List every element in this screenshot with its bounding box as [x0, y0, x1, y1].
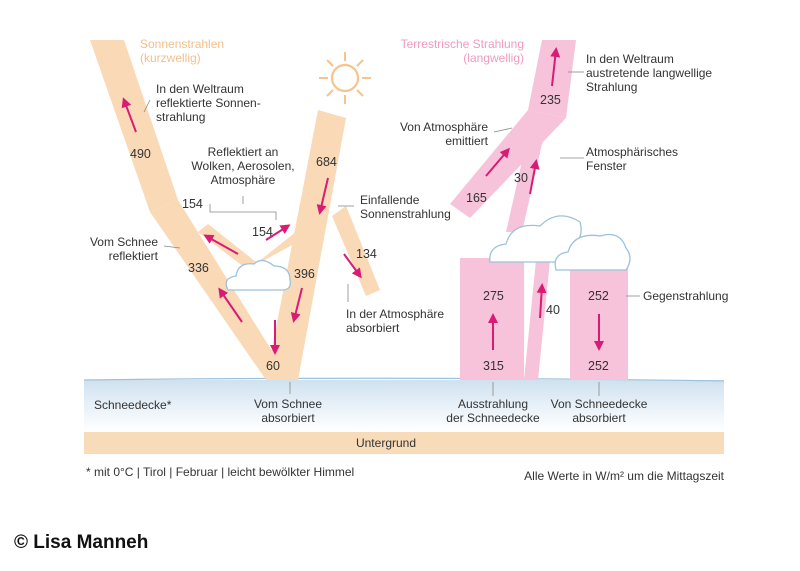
value-to-surface: 396: [294, 267, 315, 281]
label-space-line1: In den Weltraum: [156, 82, 244, 96]
longwave-bands: [450, 40, 628, 380]
value-incoming: 684: [316, 155, 337, 169]
snow-layer: [84, 380, 724, 432]
arrows: [121, 47, 604, 355]
label-window-line1: Atmosphärisches: [586, 145, 678, 159]
cloud-icon: [225, 259, 291, 291]
value-cloud-right: 154: [252, 225, 273, 239]
shortwave-subtitle: (kurzwellig): [140, 51, 201, 65]
label-emission-line1: Ausstrahlung: [458, 397, 528, 411]
label-lw-atmos-line2: emittiert: [445, 134, 488, 148]
value-atmos-emitted: 165: [466, 191, 487, 205]
shortwave-title: Sonnenstrahlen: [140, 37, 224, 51]
sun-icon: [319, 52, 371, 104]
value-cloud-left: 154: [182, 197, 203, 211]
label-lw-atmos-line1: Von Atmosphäre: [400, 120, 488, 134]
leader-lines: [143, 71, 640, 396]
label-absorbed-line1: Von Schneedecke: [551, 397, 648, 411]
arrow-space-out: [550, 47, 561, 87]
copyright-notice: © Lisa Manneh: [14, 532, 149, 553]
label-atmos-line1: In der Atmosphäre: [346, 307, 444, 321]
label-snow-refl-line1: Vom Schnee: [90, 235, 158, 249]
label-back: Gegenstrahlung: [643, 289, 728, 303]
label-snow-abs-line2: absorbiert: [261, 411, 315, 425]
footnote: * mit 0°C | Tirol | Februar | leicht bew…: [86, 465, 354, 479]
ground: [83, 377, 725, 454]
value-reflected-space: 490: [130, 147, 151, 161]
label-space-line2: reflektierte Sonnen-: [156, 96, 261, 110]
label-clouds-line3: Atmosphäre: [211, 173, 276, 187]
snow-layer-label: Schneedecke*: [94, 398, 172, 412]
value-back-lower: 252: [588, 359, 609, 373]
longwave-subtitle: (langwellig): [463, 51, 524, 65]
arrow-atmos-emitted: [485, 147, 510, 177]
label-window-line2: Fenster: [586, 159, 627, 173]
arrow-cloud-right: [265, 224, 291, 241]
arrow-to-surface: [290, 287, 303, 323]
band-cloud-right: [250, 224, 316, 268]
arrow-incoming: [316, 177, 329, 215]
value-snow-absorbed: 60: [266, 359, 280, 373]
label-lw-space-line2: austretende langwellige: [586, 66, 712, 80]
value-emission-lower: 315: [483, 359, 504, 373]
label-incoming-line1: Einfallende: [360, 193, 420, 207]
arrow-window: [529, 159, 540, 195]
longwave-title: Terrestrische Strahlung: [401, 37, 524, 51]
arrow-snow-reflected: [218, 287, 243, 323]
value-atmos-absorbed: 134: [356, 247, 377, 261]
label-snow-abs-line1: Vom Schnee: [254, 397, 322, 411]
value-emission-upper: 275: [483, 289, 504, 303]
label-clouds-line2: Wolken, Aerosolen,: [191, 159, 294, 173]
label-lw-space-line3: Strahlung: [586, 80, 637, 94]
band-window-lower: [524, 240, 552, 380]
value-window: 30: [514, 171, 528, 185]
arrow-window-lower: [536, 283, 547, 319]
value-back-upper: 252: [588, 289, 609, 303]
label-clouds-line1: Reflektiert an: [208, 145, 279, 159]
label-incoming-line2: Sonnenstrahlung: [360, 207, 451, 221]
arrow-cloud-left: [203, 234, 239, 255]
snow-surface-line: [83, 377, 725, 382]
value-space-out: 235: [540, 93, 561, 107]
underground-label: Untergrund: [356, 436, 416, 450]
value-window-lower: 40: [546, 303, 560, 317]
band-atmos-absorbed: [332, 206, 380, 296]
arrow-atmos-absorbed: [343, 253, 362, 279]
label-space-line3: strahlung: [156, 110, 205, 124]
value-snow-reflected: 336: [188, 261, 209, 275]
band-window: [506, 126, 546, 232]
label-snow-refl-line2: reflektiert: [109, 249, 159, 263]
label-absorbed-line2: absorbiert: [572, 411, 626, 425]
label-lw-space-line1: In den Weltraum: [586, 52, 674, 66]
label-emission-line2: der Schneedecke: [446, 411, 540, 425]
underground-layer: [84, 432, 724, 454]
units-note: Alle Werte in W/m² um die Mittagszeit: [524, 469, 724, 483]
band-incoming: [266, 110, 346, 380]
label-atmos-line2: absorbiert: [346, 321, 400, 335]
cloud-icon: [489, 215, 631, 271]
arrow-reflected-space: [121, 97, 137, 133]
